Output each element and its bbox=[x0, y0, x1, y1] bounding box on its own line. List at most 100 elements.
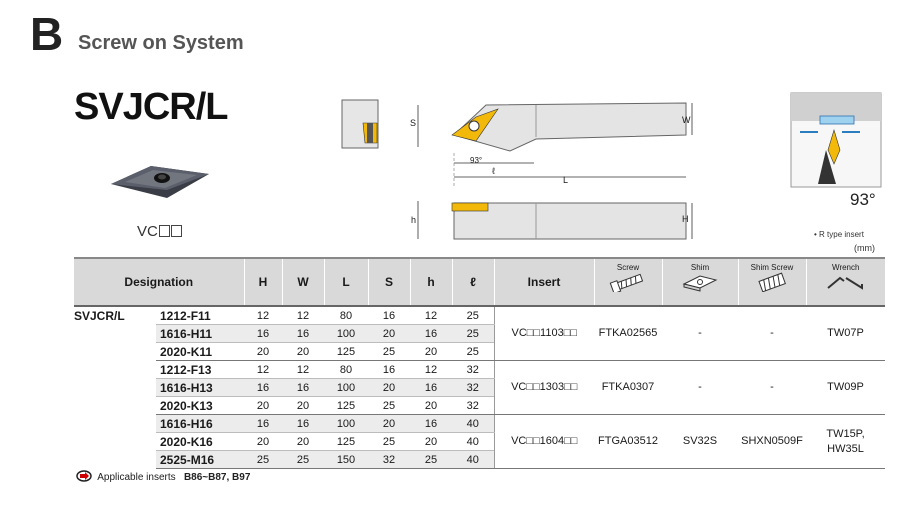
cell-W: 20 bbox=[282, 342, 324, 361]
cell-H: 12 bbox=[244, 360, 282, 379]
col-S: S bbox=[367, 257, 410, 307]
wrench-line-1: TW15P, bbox=[826, 427, 865, 440]
col-screw-label: Screw bbox=[616, 263, 640, 272]
cell-W: 16 bbox=[282, 414, 324, 433]
table-row: 2525-M16 25 25 150 32 25 40 bbox=[74, 450, 885, 469]
cell-S: 25 bbox=[368, 396, 410, 415]
col-h: h bbox=[409, 257, 452, 307]
cell-insert: VC□□1103□□ bbox=[493, 306, 594, 361]
table-row: SVJCR/L 1212-F11 12 12 80 16 12 25 VC□□1… bbox=[74, 306, 885, 361]
wrench-icon bbox=[827, 276, 863, 290]
cell-W: 20 bbox=[282, 432, 324, 451]
col-insert: Insert bbox=[493, 257, 594, 307]
cell-h: 16 bbox=[410, 324, 452, 343]
col-shim-screw: Shim Screw bbox=[737, 257, 806, 307]
cell-H: 25 bbox=[244, 450, 282, 469]
cell-h: 20 bbox=[410, 432, 452, 451]
insert-code-label: VC bbox=[137, 223, 182, 241]
table-row: 1616-H11 16 16 100 20 16 25 bbox=[74, 324, 885, 343]
cell-h: 16 bbox=[410, 414, 452, 433]
cell-H: 12 bbox=[244, 306, 282, 325]
cell-S: 20 bbox=[368, 378, 410, 397]
cell-screw: FTGA03512 bbox=[594, 414, 662, 469]
designation-code: 2525-M16 bbox=[156, 450, 244, 469]
end-view-drawing bbox=[341, 99, 379, 149]
cell-shim-screw: SHXN0509F bbox=[738, 414, 806, 469]
dim-l-small-label: ℓ bbox=[492, 166, 495, 176]
cell-W: 12 bbox=[282, 360, 324, 379]
table-row: 2020-K16 20 20 125 25 20 40 bbox=[74, 432, 885, 451]
cell-shim-screw: - bbox=[738, 360, 806, 415]
cutting-angle-diagram bbox=[790, 92, 882, 188]
shim-screw-icon bbox=[758, 272, 786, 293]
cell-L: 80 bbox=[324, 360, 368, 379]
family-label: SVJCR/L bbox=[74, 309, 125, 323]
cell-H: 20 bbox=[244, 396, 282, 415]
cell-h: 20 bbox=[410, 342, 452, 361]
cell-L: 100 bbox=[324, 324, 368, 343]
col-l: ℓ bbox=[451, 257, 494, 307]
cell-l: 25 bbox=[452, 306, 494, 325]
table-row: 2020-K13 20 20 125 25 20 32 bbox=[74, 396, 885, 415]
designation-code: 1212-F11 bbox=[156, 306, 244, 325]
designation-code: 1616-H13 bbox=[156, 378, 244, 397]
designation-code: 1616-H11 bbox=[156, 324, 244, 343]
col-H: H bbox=[243, 257, 282, 307]
cell-wrench: TW07P bbox=[806, 306, 885, 361]
cell-H: 16 bbox=[244, 378, 282, 397]
cell-W: 25 bbox=[282, 450, 324, 469]
cell-L: 125 bbox=[324, 432, 368, 451]
applicable-inserts-note: Applicable inserts B86~B87, B97 bbox=[76, 470, 250, 483]
cell-S: 25 bbox=[368, 432, 410, 451]
cell-L: 125 bbox=[324, 342, 368, 361]
cell-l: 25 bbox=[452, 324, 494, 343]
table-row: 1616-H13 16 16 100 20 16 32 bbox=[74, 378, 885, 397]
approach-angle: 93° bbox=[850, 190, 876, 209]
cell-H: 16 bbox=[244, 414, 282, 433]
cell-H: 20 bbox=[244, 432, 282, 451]
col-W: W bbox=[281, 257, 324, 307]
cell-screw: FTKA02565 bbox=[594, 306, 662, 361]
designation-code: 1212-F13 bbox=[156, 360, 244, 379]
cell-screw: FTKA0307 bbox=[594, 360, 662, 415]
model-title: SVJCR/L bbox=[74, 86, 228, 128]
screw-icon bbox=[609, 273, 644, 295]
cell-l: 40 bbox=[452, 432, 494, 451]
table-row: 1212-F13 12 12 80 16 12 32 VC□□1303□□ FT… bbox=[74, 360, 885, 415]
cell-l: 40 bbox=[452, 450, 494, 469]
cell-h: 20 bbox=[410, 396, 452, 415]
cell-shim-screw: - bbox=[738, 306, 806, 361]
designation-code: 2020-K16 bbox=[156, 432, 244, 451]
cell-wrench: TW09P bbox=[806, 360, 885, 415]
cell-h: 12 bbox=[410, 306, 452, 325]
r-type-note: • R type insert bbox=[814, 230, 864, 239]
side-view-drawing bbox=[417, 201, 693, 240]
col-shim-screw-label: Shim Screw bbox=[750, 263, 794, 272]
cell-shim: - bbox=[662, 360, 738, 415]
cell-h: 25 bbox=[410, 450, 452, 469]
cell-W: 16 bbox=[282, 378, 324, 397]
designation-code: 2020-K11 bbox=[156, 342, 244, 361]
cell-S: 16 bbox=[368, 306, 410, 325]
table-row: 1616-H16 16 16 100 20 16 40 VC□□1604□□ F… bbox=[74, 414, 885, 469]
cell-l: 25 bbox=[452, 342, 494, 361]
wrench-line-2: HW35L bbox=[827, 442, 864, 455]
cell-shim: - bbox=[662, 306, 738, 361]
dim-h-small-label: h bbox=[411, 215, 417, 225]
cell-l: 32 bbox=[452, 396, 494, 415]
cell-h: 12 bbox=[410, 360, 452, 379]
cell-S: 32 bbox=[368, 450, 410, 469]
cell-insert: VC□□1604□□ bbox=[493, 414, 594, 469]
dim-angle-label: 93° bbox=[470, 156, 483, 165]
applicable-inserts-label: Applicable inserts bbox=[97, 472, 176, 483]
cell-S: 20 bbox=[368, 414, 410, 433]
shim-icon bbox=[682, 275, 718, 292]
cell-shim: SV32S bbox=[662, 414, 738, 469]
cell-l: 32 bbox=[452, 360, 494, 379]
dim-s-label: S bbox=[410, 118, 417, 128]
cell-wrench: TW15P, HW35L bbox=[806, 414, 885, 469]
cell-h: 16 bbox=[410, 378, 452, 397]
col-shim: Shim bbox=[661, 257, 738, 307]
dim-l-label: L bbox=[563, 175, 569, 185]
cell-insert: VC□□1303□□ bbox=[493, 360, 594, 415]
